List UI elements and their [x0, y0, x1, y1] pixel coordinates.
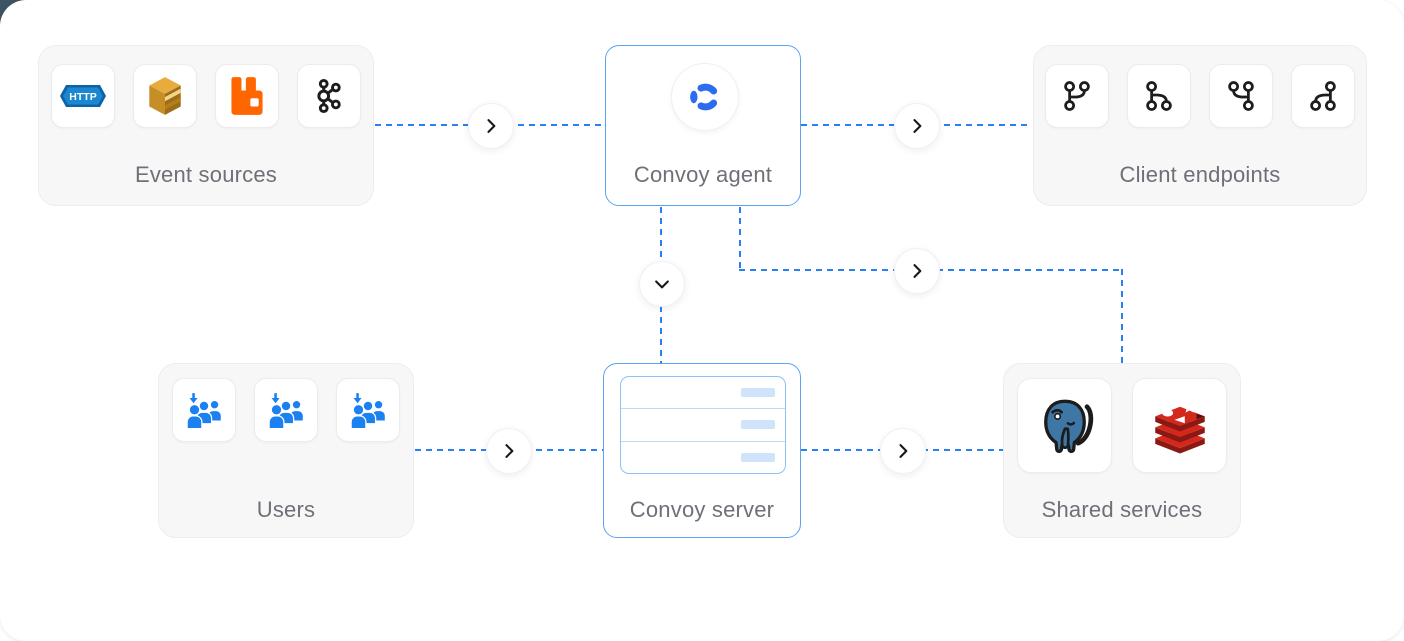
server-table-illustration — [620, 376, 786, 474]
arrow-right-badge — [894, 248, 940, 294]
chevron-right-icon — [899, 444, 908, 458]
chevron-right-icon — [913, 119, 922, 133]
chevron-right-icon — [487, 119, 496, 133]
shared-services-box: Shared services — [1003, 363, 1241, 538]
arrow-right-badge — [468, 103, 514, 149]
users-box: Users — [158, 363, 414, 538]
rabbitmq-icon — [215, 64, 279, 128]
convoy-agent-box: Convoy agent — [605, 45, 801, 206]
user-group-icon — [336, 378, 400, 442]
shared-services-tiles — [1004, 378, 1240, 473]
shared-services-label: Shared services — [1041, 497, 1203, 522]
redis-icon — [1132, 378, 1227, 473]
http-badge-text: HTTP — [69, 91, 96, 103]
kafka-icon — [297, 64, 361, 128]
arrow-right-badge — [880, 428, 926, 474]
convoy-agent-label: Convoy agent — [633, 162, 773, 187]
chevron-right-icon — [505, 444, 514, 458]
user-group-icon — [254, 378, 318, 442]
arrow-right-badge — [894, 103, 940, 149]
arrow-down-badge — [639, 261, 685, 307]
client-endpoints-box: Client endpoints — [1033, 45, 1367, 206]
http-icon: HTTP — [51, 64, 115, 128]
client-endpoints-label: Client endpoints — [1119, 162, 1281, 187]
git-branch-icon — [1127, 64, 1191, 128]
git-branch-icon — [1291, 64, 1355, 128]
client-endpoints-tiles — [1034, 64, 1366, 128]
server-row-pill — [741, 452, 775, 462]
git-branch-icon — [1045, 64, 1109, 128]
server-row-pill — [741, 388, 775, 398]
event-sources-label: Event sources — [134, 162, 277, 187]
postgresql-icon — [1017, 378, 1112, 473]
chevron-down-icon — [655, 280, 669, 289]
convoy-logo-icon — [671, 63, 739, 131]
git-branch-icon — [1209, 64, 1273, 128]
connector-agent-shared-vert2 — [1121, 269, 1123, 363]
amazon-sqs-icon — [133, 64, 197, 128]
users-label: Users — [256, 497, 316, 522]
user-group-icon — [172, 378, 236, 442]
event-sources-box: HTTP — [38, 45, 374, 206]
users-tiles — [159, 378, 413, 442]
arrow-right-badge — [486, 428, 532, 474]
connector-agent-shared-vert1 — [739, 207, 741, 270]
event-sources-tiles: HTTP — [39, 64, 373, 128]
server-table-row — [621, 377, 785, 408]
server-row-pill — [741, 420, 775, 430]
server-table-row — [621, 408, 785, 440]
server-table-row — [621, 440, 785, 473]
convoy-server-box: Convoy server — [603, 363, 801, 538]
convoy-server-label: Convoy server — [629, 497, 775, 522]
chevron-right-icon — [913, 264, 922, 278]
